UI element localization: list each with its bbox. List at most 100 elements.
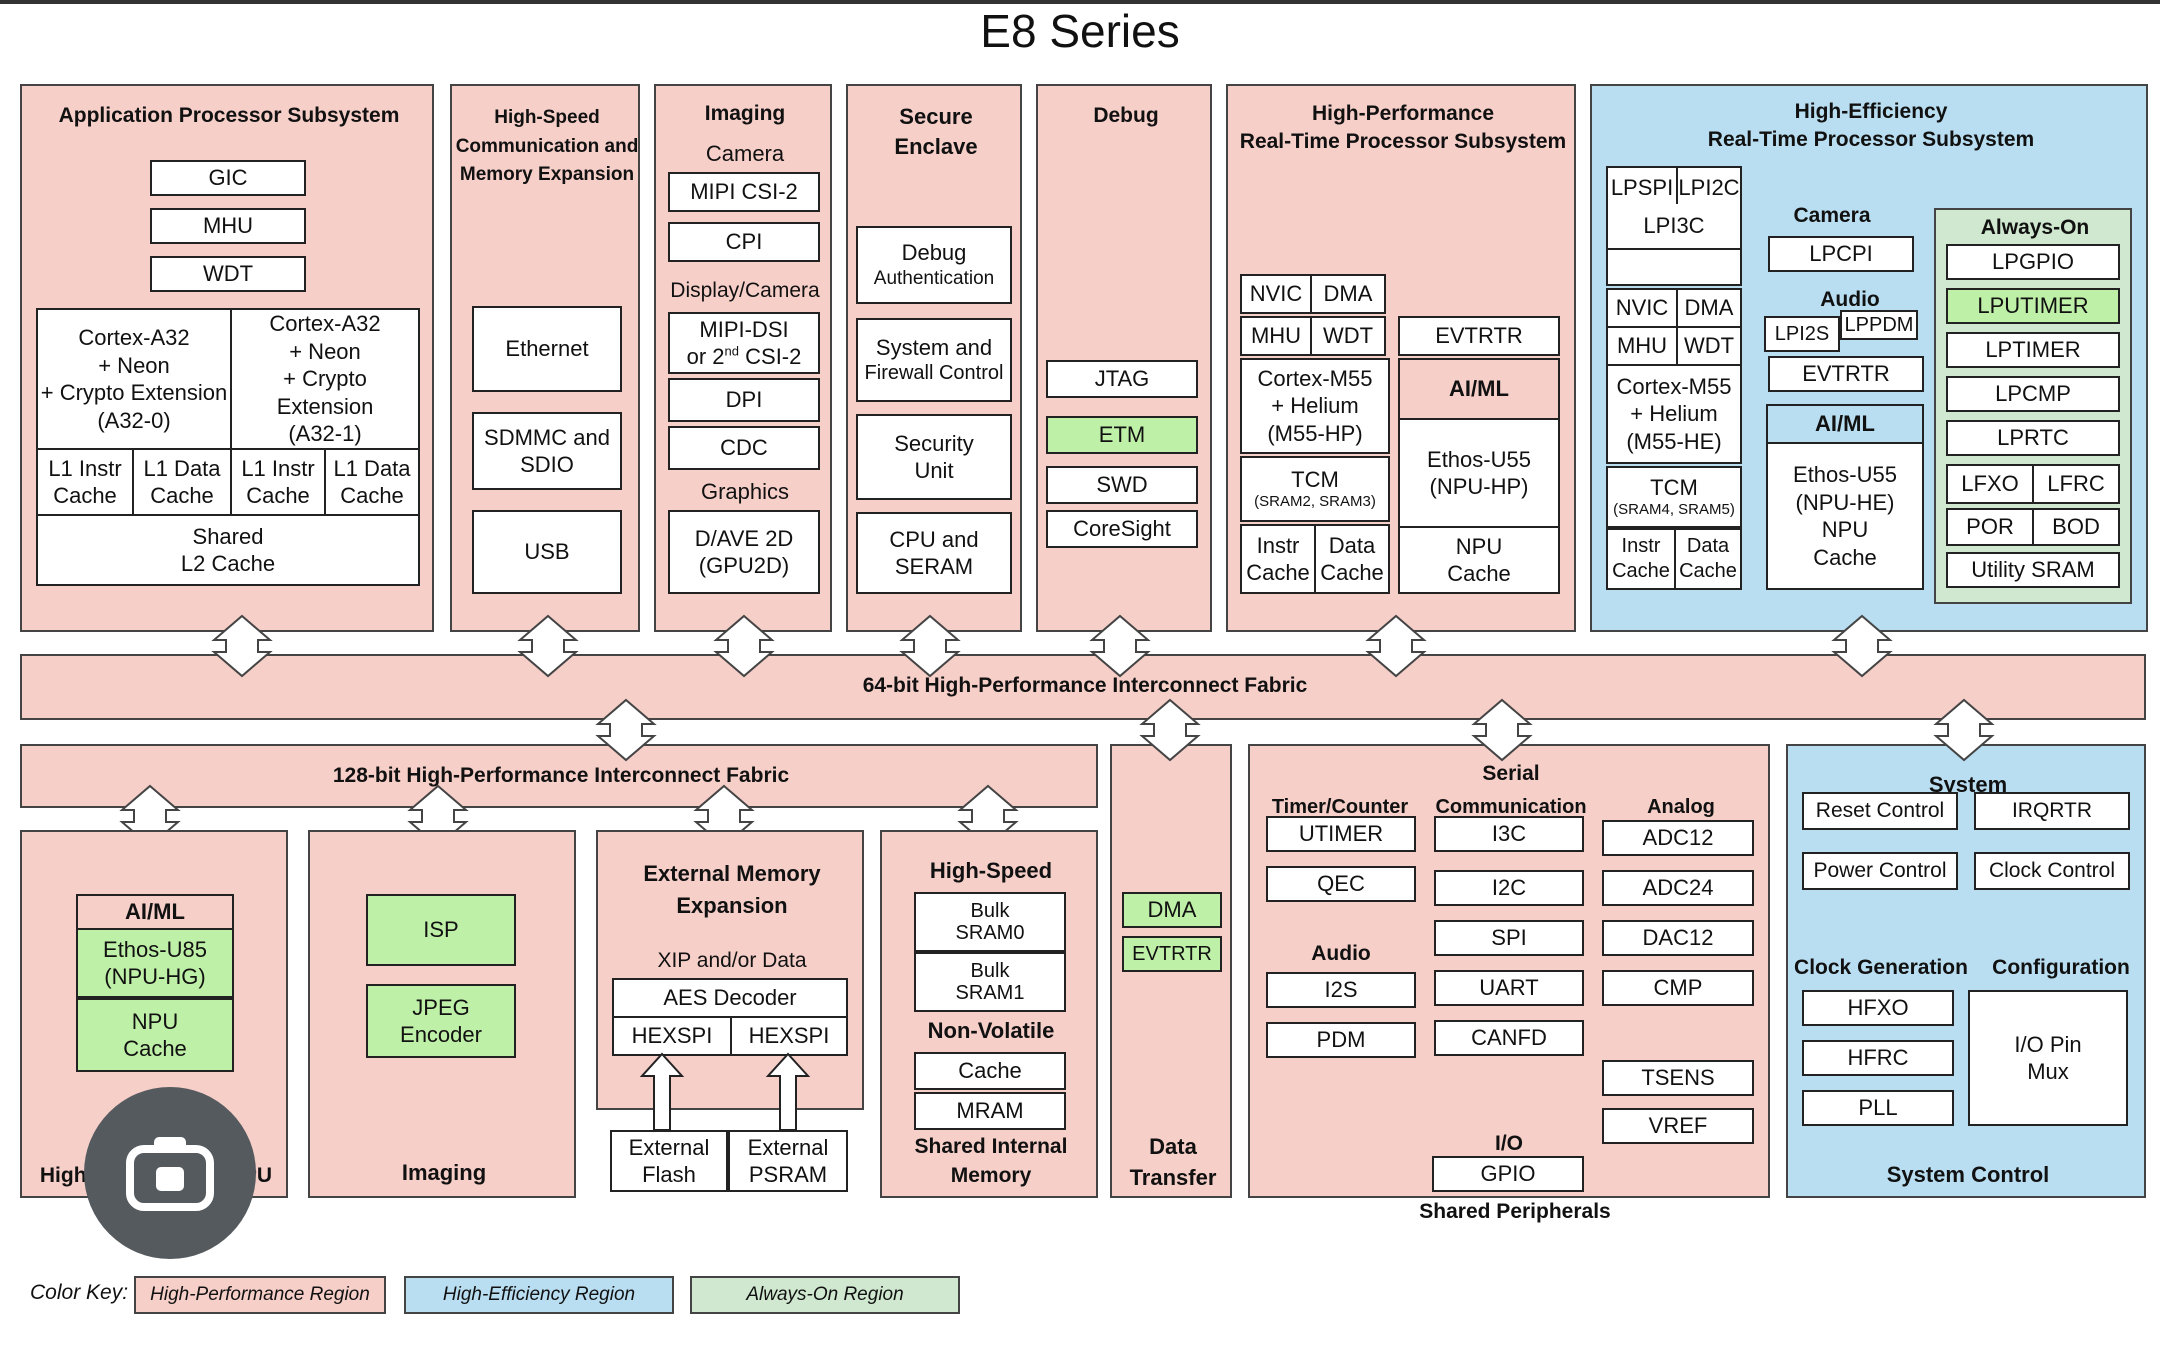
- he-tcm-sub: (SRAM4, SRAM5): [1613, 501, 1735, 519]
- hp-cortex-m55: Cortex-M55+ Helium(M55-HP): [1240, 358, 1390, 454]
- img-dave-2d: D/AVE 2D(GPU2D): [668, 510, 820, 594]
- per-i3c: I3C: [1434, 816, 1584, 852]
- he-ethos-a: Ethos-U55: [1793, 462, 1897, 487]
- hp-ethos-u55: Ethos-U55(NPU-HP): [1398, 418, 1560, 528]
- fabric-64-label: 64-bit High-Performance Interconnect Fab…: [862, 674, 1308, 697]
- per-i2c: I2C: [1434, 870, 1584, 906]
- he-title-1: High-Efficiency: [1794, 100, 1948, 123]
- arrow-hp: [1365, 614, 1427, 678]
- per-utimer: UTIMER: [1266, 816, 1416, 852]
- flash-a: External: [628, 1134, 710, 1160]
- ao-lprtc: LPRTC: [1946, 420, 2120, 456]
- b1-a: Bulk: [970, 960, 1010, 982]
- b0-a: Bulk: [970, 900, 1010, 922]
- jpeg-b: Encoder: [400, 1022, 482, 1047]
- arrow-dbg: [1089, 614, 1151, 678]
- he-blank-slot: [1606, 248, 1742, 286]
- lens-camera-button[interactable]: [84, 1087, 256, 1259]
- ao-por: POR: [1946, 508, 2034, 546]
- img-graphics-label: Graphics: [700, 479, 790, 504]
- img-dave-b: (GPU2D): [698, 553, 790, 578]
- hp-title-1: High-Performance: [1311, 102, 1495, 125]
- he-mhu: MHU: [1606, 326, 1678, 366]
- iopin-b: Mux: [2027, 1059, 2069, 1084]
- ap-l1d1-b: Cache: [340, 483, 404, 508]
- hp-dc-b: Cache: [1320, 560, 1384, 585]
- ao-title: Always-On: [1980, 216, 2090, 239]
- he-ethos-d: Cache: [1813, 544, 1877, 570]
- sys-irqrtr: IRQRTR: [1974, 792, 2130, 830]
- per-spi: SPI: [1434, 920, 1584, 956]
- extmem-aes-decoder: AES Decoder: [612, 978, 848, 1018]
- ao-utility-sram: Utility SRAM: [1946, 552, 2120, 588]
- color-key-label: Color Key:: [30, 1281, 129, 1304]
- he-core-b: + Helium: [1630, 401, 1718, 427]
- sys-clkgen-label: Clock Generation: [1794, 956, 1968, 979]
- sec-da-b: Authentication: [873, 267, 995, 289]
- dt-title-2: Transfer: [1129, 1164, 1217, 1190]
- hsc-title-3: Memory Expansion: [459, 164, 635, 185]
- sec-fw-b: Firewall Control: [864, 362, 1004, 385]
- hp-evtrtr: EVTRTR: [1398, 316, 1560, 356]
- per-io-label: I/O: [1494, 1132, 1523, 1155]
- per-qec: QEC: [1266, 866, 1416, 902]
- ao-lptimer: LPTIMER: [1946, 332, 2120, 368]
- per-adc12: ADC12: [1602, 820, 1754, 856]
- arrow-hsc: [517, 614, 579, 678]
- sec-da-a: Debug: [901, 240, 967, 266]
- ap-wdt: WDT: [150, 256, 306, 292]
- hp-aiml-header: AI/ML: [1398, 358, 1560, 420]
- shmem-title-2: Memory: [950, 1164, 1032, 1188]
- ao-lputimer: LPUTIMER: [1946, 288, 2120, 324]
- img-display-camera-label: Display/Camera: [670, 279, 820, 302]
- shmem-hs-label: High-Speed: [929, 858, 1053, 883]
- sys-power-control: Power Control: [1802, 852, 1958, 890]
- app-processor-subsystem: Application Processor Subsystem GIC MHU …: [20, 84, 434, 632]
- dbg-coresight: CoreSight: [1046, 510, 1198, 548]
- ap-core-a32-1: Cortex-A32+ Neon+ Crypto Extension(A32-1…: [230, 308, 420, 450]
- extmem-hexspi-1: HEXSPI: [612, 1016, 732, 1056]
- he-evtrtr: EVTRTR: [1768, 356, 1924, 392]
- always-on-subsystem: Always-On LPGPIO LPUTIMER LPTIMER LPCMP …: [1934, 208, 2132, 604]
- hp-ethos-a: Ethos-U55: [1427, 446, 1531, 472]
- ap-l1i0-a: L1 Instr: [48, 455, 122, 481]
- sec-cpu-a: CPU and: [889, 526, 979, 552]
- per-gpio: GPIO: [1432, 1156, 1584, 1192]
- hp-core-c: (M55-HP): [1267, 420, 1363, 446]
- arrow-dt: [1139, 698, 1201, 762]
- hsc-usb: USB: [472, 510, 622, 594]
- ap-l1i1-b: Cache: [246, 483, 310, 508]
- hp-core-b: + Helium: [1271, 393, 1359, 419]
- hp-dc-a: Data: [1328, 532, 1376, 558]
- b1-b: SRAM1: [955, 982, 1025, 1004]
- per-timer-label: Timer/Counter: [1271, 796, 1409, 818]
- sec-su-b: Unit: [914, 458, 954, 483]
- psram-a: External: [747, 1134, 829, 1160]
- system-control: System Reset Control IRQRTR Power Contro…: [1786, 744, 2146, 1198]
- imaging-isp: ISP: [366, 894, 516, 966]
- he-ethos-c: NPU: [1821, 517, 1869, 542]
- dt-evtrtr: EVTRTR: [1122, 936, 1222, 972]
- sys-clock-control: Clock Control: [1974, 852, 2130, 890]
- arrow-he: [1831, 614, 1893, 678]
- hp-npuc-a: NPU: [1455, 533, 1503, 559]
- key-high-efficiency: High-Efficiency Region: [404, 1276, 674, 1314]
- dbg-etm: ETM: [1046, 416, 1198, 454]
- hp-tcm-sub: (SRAM2, SRAM3): [1254, 493, 1376, 511]
- ao-bod: BOD: [2032, 508, 2120, 546]
- he-dc-a: Data: [1686, 535, 1730, 557]
- hp-core-a: Cortex-M55: [1257, 365, 1373, 391]
- sec-title-2: Enclave: [894, 133, 978, 159]
